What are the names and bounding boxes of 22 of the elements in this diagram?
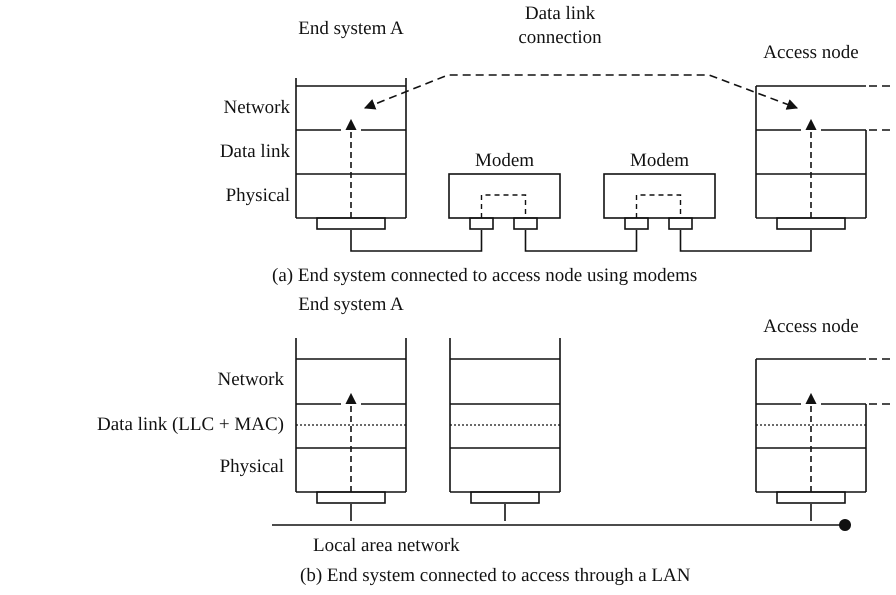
node-heading: Modem <box>628 149 690 173</box>
node-heading: End system A <box>297 293 405 317</box>
figure-caption: (a) End system connected to access node using modems <box>272 264 698 288</box>
node-heading: Access node <box>762 41 860 65</box>
layer-label: Physical <box>226 184 290 208</box>
layer-label: Network <box>224 96 290 120</box>
connector-line <box>350 230 482 252</box>
connector-line <box>810 504 812 521</box>
layer-label: Data link (LLC + MAC) <box>97 413 284 437</box>
layer-label: Network <box>218 368 284 392</box>
node-heading: Modem <box>474 149 536 173</box>
connector-line <box>504 504 506 521</box>
node-heading: Access node <box>762 315 860 339</box>
layer-label: Data link <box>220 140 290 164</box>
node-heading: End system A <box>297 17 405 41</box>
layer-label: Physical <box>220 455 284 479</box>
figure-caption: (b) End system connected to access through a LAN <box>300 564 690 588</box>
double-arrow <box>364 74 798 110</box>
node-heading: Local area network <box>313 534 460 558</box>
connector-line <box>680 230 812 252</box>
connector-line <box>524 230 638 252</box>
connector-line <box>350 504 352 521</box>
